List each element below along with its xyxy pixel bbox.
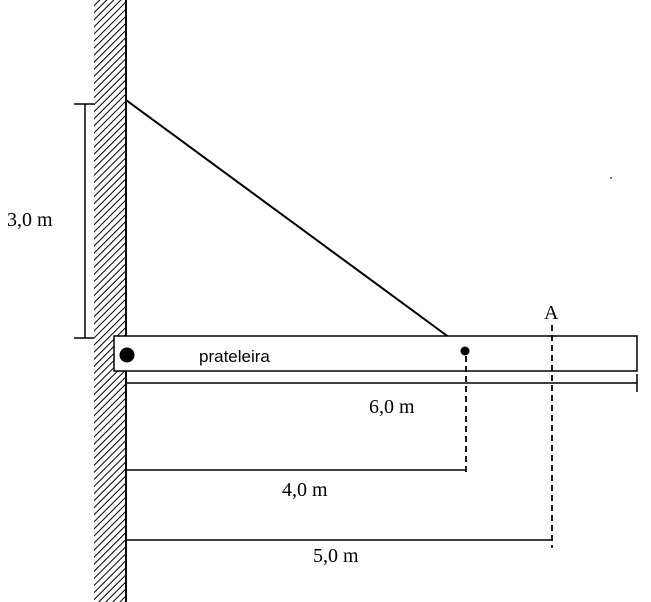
- shelf-label: prateleira: [199, 347, 270, 366]
- point-a-label: A: [544, 302, 559, 324]
- speck: [610, 177, 612, 179]
- height-label: 3,0 m: [7, 209, 53, 231]
- shelf: [113, 335, 638, 372]
- length-5m-label: 5,0 m: [313, 545, 359, 567]
- cable: [125, 99, 466, 350]
- cable-attachment-point: [460, 346, 470, 356]
- height-dimension: [74, 103, 94, 339]
- length-6m-dimension: [127, 374, 638, 392]
- length-6m-label: 6,0 m: [369, 396, 415, 418]
- hinge-pivot: [119, 347, 135, 363]
- length-4m-label: 4,0 m: [282, 479, 328, 501]
- wall: [94, 0, 127, 602]
